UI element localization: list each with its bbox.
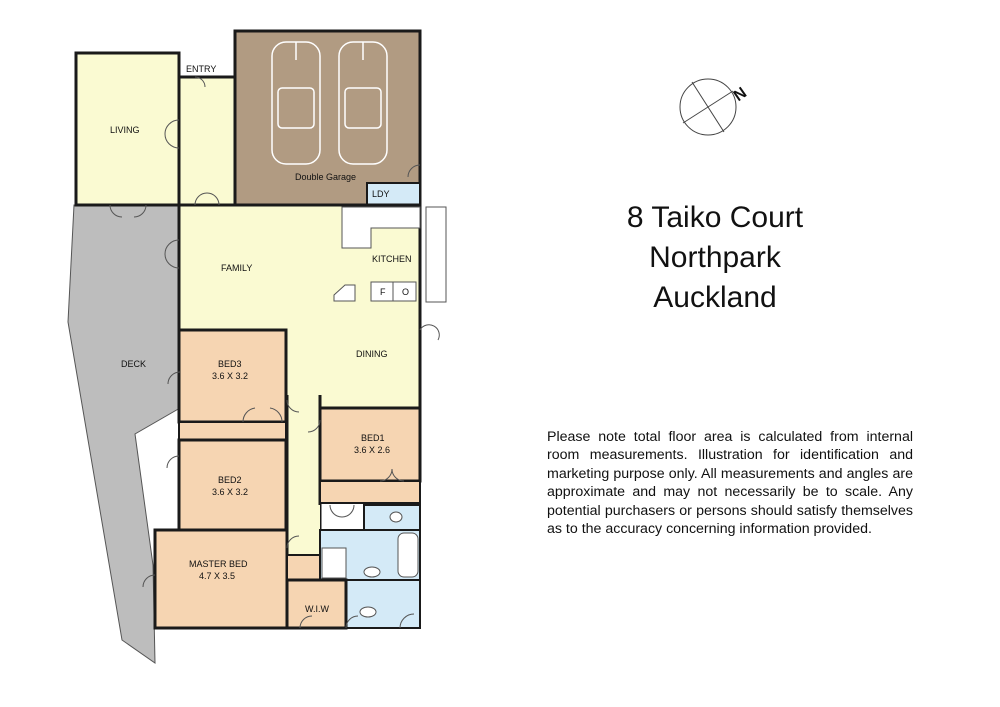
bed3-size: 3.6 X 3.2 [212,371,248,381]
address-line2: Northpark [649,241,781,274]
ensuite [345,579,421,629]
living-label: LIVING [110,125,140,135]
family-label: FAMILY [221,263,252,273]
toilet-pan [389,511,403,523]
dining-label: DINING [356,349,388,359]
bed1-label: BED1 [361,433,385,443]
fridge-label: F [380,287,386,297]
oven-label: O [402,287,409,297]
address-line1: 8 Taiko Court [626,201,804,234]
car-icon [271,41,321,165]
shower [321,547,347,579]
compass-north-label: N [731,84,750,105]
basin [359,606,377,618]
bed2-label: BED2 [218,475,242,485]
entry-hall [177,75,237,207]
garage-label: Double Garage [295,172,356,182]
master-label: MASTER BED [189,559,248,569]
garage-room [233,29,422,207]
kitchen-label: KITCHEN [372,254,412,264]
bed3-label: BED3 [218,359,242,369]
address-line3: Auckland [653,281,777,314]
bathtub [397,532,419,578]
hallway [287,395,320,555]
laundry-label: LDY [372,189,390,199]
door-swing [109,76,440,629]
bed2-room [177,438,288,532]
wiw-label: W.I.W [305,604,329,614]
basin [363,566,381,578]
deck-label: DECK [121,359,146,369]
bed1-size: 3.6 X 2.6 [354,445,390,455]
bed2-size: 3.6 X 3.2 [212,487,248,497]
kitchen-bench [333,206,447,303]
walk-in-wardrobe [285,578,348,630]
compass-icon: N [679,78,750,136]
master-size: 4.7 X 3.5 [199,571,235,581]
bed1-wardrobe [319,480,421,504]
bed3-wardrobe [178,421,287,441]
disclaimer-text: Please note total floor area is calculat… [547,429,913,538]
entry-label: ENTRY [186,64,216,74]
car-icon [338,41,388,165]
hall-closet [286,554,321,581]
